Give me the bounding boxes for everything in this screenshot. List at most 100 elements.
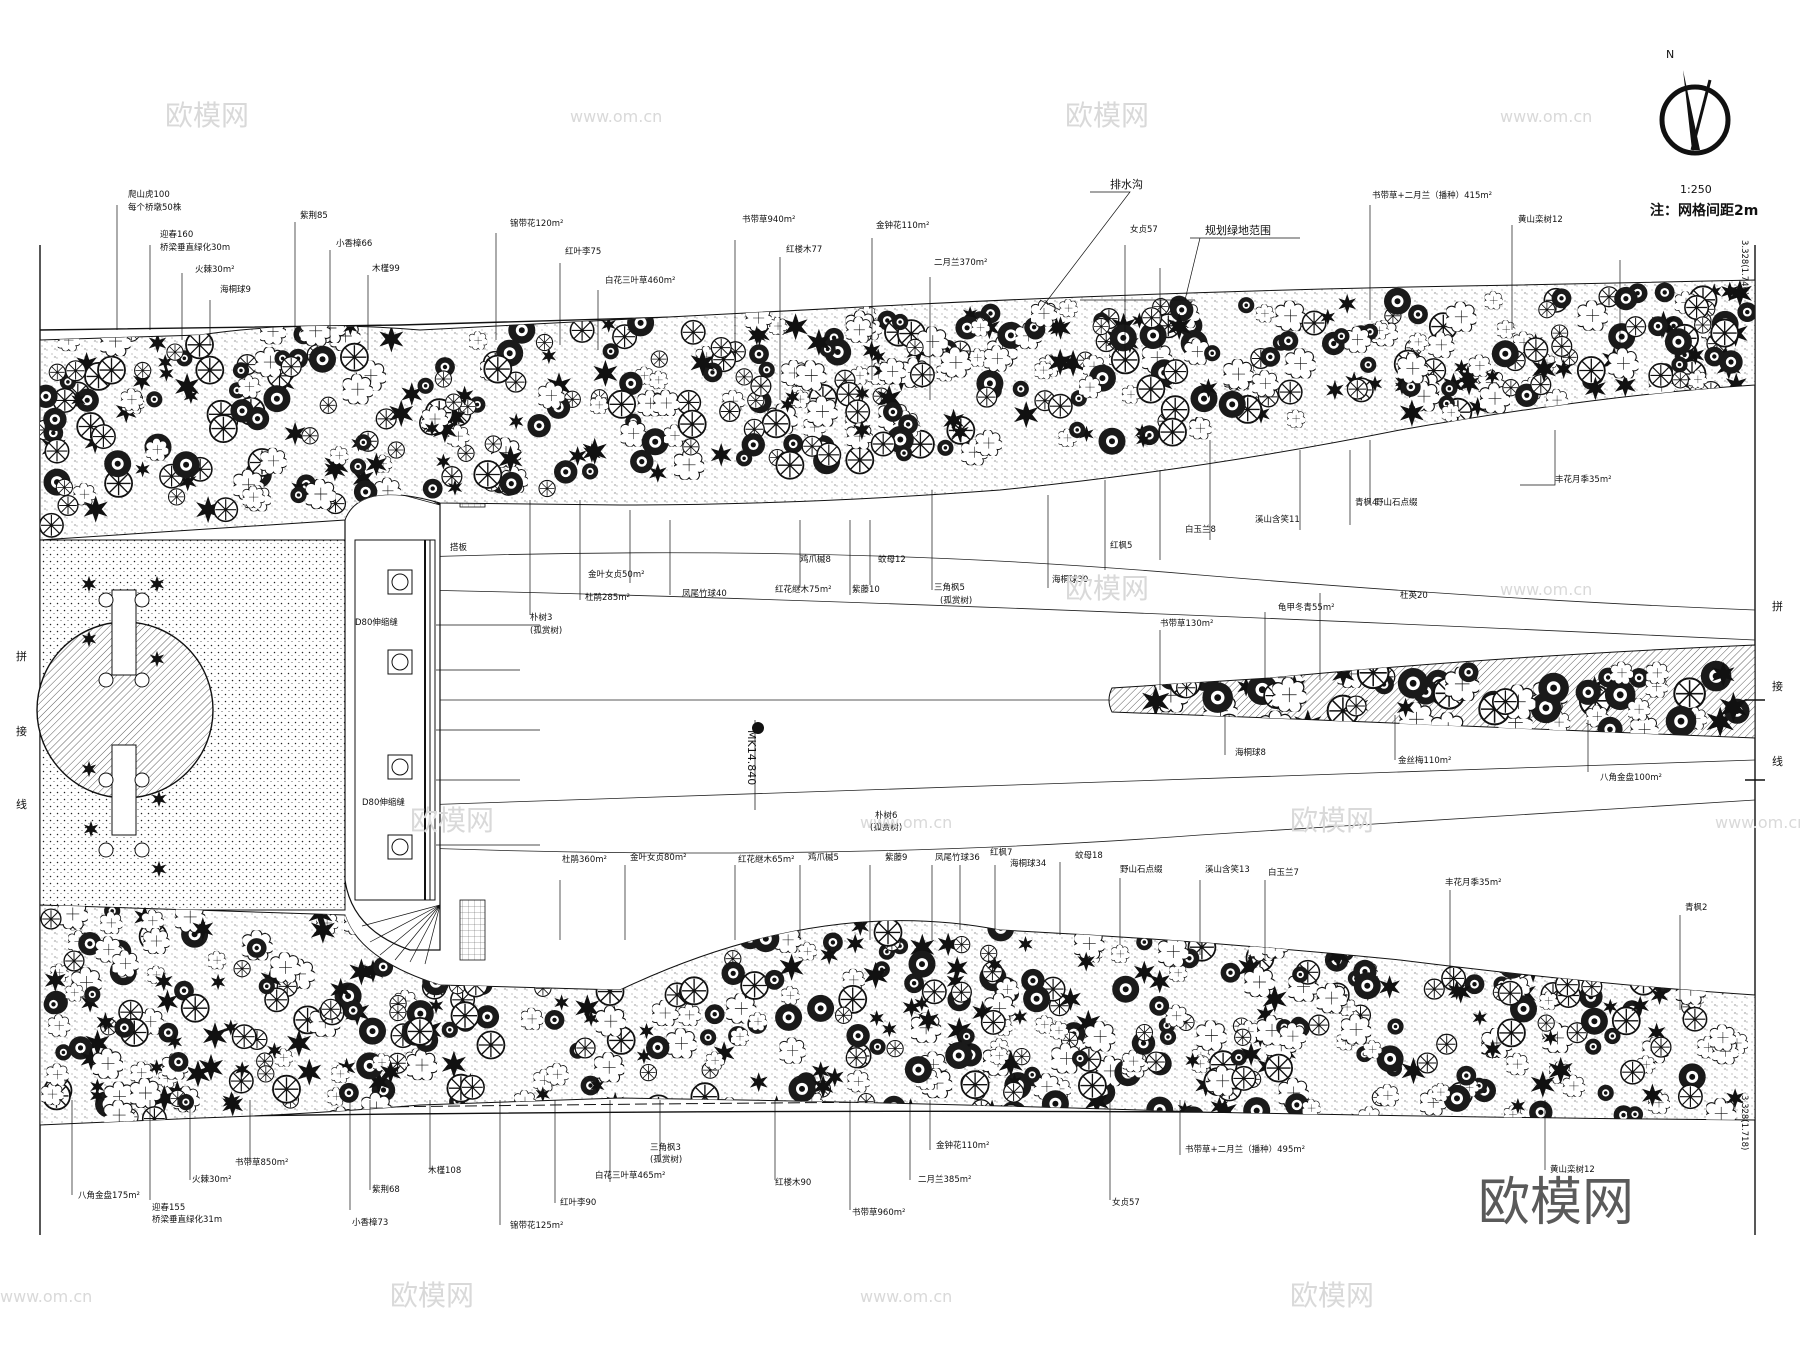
plant-label-b15: 青枫2	[1685, 902, 1707, 913]
plant-symbol	[750, 375, 772, 397]
plant-symbol	[846, 1024, 870, 1048]
plant-label-b16: 书带草850m²	[235, 1157, 288, 1168]
green-range-label: 规划绿地范围	[1205, 223, 1271, 237]
plant-symbol	[1353, 972, 1381, 1000]
plant-symbol	[1011, 1106, 1033, 1125]
plant-symbol	[1218, 390, 1246, 418]
plant-symbol	[857, 1092, 875, 1111]
plant-symbol	[542, 925, 568, 951]
plant-symbol	[231, 1024, 257, 1050]
plant-symbol	[680, 319, 706, 345]
splice-label-2: 接	[1772, 680, 1783, 693]
plant-symbol	[301, 427, 319, 445]
plant-symbol	[1277, 379, 1303, 405]
plant-symbol	[574, 1037, 596, 1059]
plant-symbol	[441, 1021, 458, 1038]
watermark-13: 欧模网	[1290, 1279, 1374, 1312]
plant-symbol	[1170, 658, 1196, 684]
watermark-12: www.om.cn	[860, 1287, 952, 1306]
plant-symbol	[1109, 324, 1137, 352]
plant-label-b2: 杜鹃360m²	[562, 854, 607, 865]
plant-label-b33: 黄山栾树12	[1550, 1164, 1595, 1175]
plant-symbol	[1554, 972, 1580, 998]
plant-symbol	[1308, 1014, 1330, 1036]
plant-label-b10: 蚊母18	[1075, 850, 1103, 861]
plant-symbol	[775, 450, 805, 480]
splice-label-1: 拼	[1772, 599, 1783, 613]
plant-label-t25b: (孤赏树)	[940, 595, 972, 606]
plant-symbol	[740, 971, 769, 1000]
plant-symbol	[960, 1070, 990, 1100]
splice-left-1: 拼	[16, 649, 27, 663]
plant-symbol	[180, 993, 210, 1023]
plant-label-t1: 爬山虎100	[128, 189, 170, 200]
plant-symbol	[44, 438, 70, 464]
plant-symbol	[483, 354, 513, 384]
plant-symbol	[1333, 328, 1350, 345]
plant-symbol	[909, 362, 935, 388]
planting-band-top	[39, 279, 1756, 541]
plant-symbol	[245, 406, 270, 431]
plant-label-t30: 凤尾竹球40	[682, 588, 727, 599]
plant-symbol	[870, 431, 896, 457]
plant-symbol	[976, 386, 998, 408]
plant-label-b13: 白玉兰7	[1268, 867, 1299, 878]
plant-label-t8: 锦带花120m²	[510, 218, 563, 229]
plant-symbol	[405, 1017, 435, 1046]
plant-symbol	[712, 927, 730, 946]
plant-symbol	[1597, 1084, 1614, 1101]
plant-symbol	[1360, 356, 1377, 373]
plant-symbol	[1416, 1052, 1438, 1074]
plant-symbol	[882, 1095, 906, 1120]
plant-symbol	[1665, 705, 1697, 737]
plant-symbol	[522, 925, 547, 949]
plant-symbol	[869, 1038, 886, 1055]
plant-symbol	[569, 317, 595, 343]
plant-symbol	[55, 1044, 72, 1061]
plant-label-t3: 火棘30m²	[195, 265, 235, 275]
plant-symbol	[544, 1010, 565, 1030]
plant-symbol	[892, 313, 909, 331]
plant-symbol	[1092, 317, 1110, 336]
plant-symbol	[463, 972, 489, 998]
north-label: N	[1666, 48, 1674, 61]
plant-label-t33: 朴树3	[530, 612, 552, 623]
plant-symbol	[951, 1106, 968, 1123]
watermark-8: www.om.cn	[860, 813, 952, 832]
plant-symbol	[553, 1104, 575, 1125]
plant-label-b1: 朴树6	[875, 810, 897, 821]
watermark-14: www.om.cn	[0, 1287, 92, 1306]
plant-symbol	[908, 950, 936, 978]
plant-symbol	[1653, 973, 1673, 994]
plant-symbol	[750, 1099, 767, 1116]
plant-label-t2b: 桥梁垂直绿化30m	[160, 242, 230, 253]
plant-label-b26b: (孤赏树)	[650, 1154, 682, 1165]
plant-symbol	[761, 409, 791, 439]
plant-symbol	[373, 957, 394, 977]
plant-symbol	[682, 438, 700, 456]
plant-symbol	[1530, 374, 1552, 396]
plant-symbol	[1694, 316, 1712, 334]
plant-symbol	[166, 343, 184, 361]
plant-symbol	[319, 396, 337, 414]
plant-symbol	[1652, 937, 1670, 957]
plant-symbol	[679, 976, 709, 1006]
plant-symbol	[1620, 1059, 1646, 1085]
plant-symbol	[538, 479, 556, 498]
plant-label-t14: 二月兰370m²	[934, 257, 987, 268]
plant-symbol	[1638, 963, 1655, 981]
plant-symbol	[568, 915, 586, 933]
plant-symbol	[1158, 417, 1187, 447]
drain-label: 排水沟	[1110, 177, 1143, 191]
plant-label-b11: 野山石点缀	[1120, 864, 1163, 875]
plant-symbol	[1159, 1028, 1177, 1045]
plant-symbol	[1684, 295, 1710, 320]
plant-symbol	[492, 919, 510, 937]
watermark-3: 欧模网	[1065, 99, 1149, 132]
plant-symbol	[937, 439, 954, 456]
plant-symbol	[1112, 975, 1140, 1003]
plant-label-b17: 木槿108	[428, 1165, 461, 1176]
plant-symbol	[48, 363, 66, 381]
plant-label-m3: 杜英20	[1400, 590, 1428, 601]
plant-symbol	[1538, 301, 1556, 319]
